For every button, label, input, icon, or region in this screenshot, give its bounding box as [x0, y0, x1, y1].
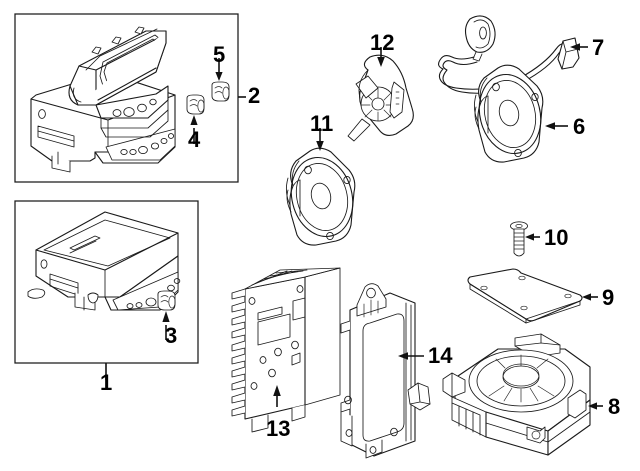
leader-5	[215, 58, 223, 81]
mounting-plate	[467, 268, 583, 324]
leader-8	[588, 402, 603, 410]
leader-12	[377, 47, 385, 67]
callout-label-9: 9	[602, 285, 615, 310]
heat-sink-module	[231, 267, 341, 433]
radio-receiver-unit	[30, 26, 176, 173]
speaker-rear-door	[285, 147, 356, 246]
leader-3	[162, 311, 170, 340]
component-mounting-bracket	[340, 283, 431, 459]
callout-label-11: 11	[310, 111, 334, 136]
leader-10	[525, 233, 540, 241]
tweeter-speaker	[347, 54, 414, 142]
callout-label-7: 7	[592, 35, 605, 60]
callout-label-12: 12	[370, 30, 395, 55]
antenna-cable-assembly	[438, 15, 580, 94]
callout-label-4: 4	[188, 127, 201, 152]
leader-13	[273, 385, 281, 407]
leader-14	[398, 352, 424, 360]
callout-label-8: 8	[608, 394, 621, 419]
callout-label-2: 2	[248, 83, 261, 108]
leader-4	[190, 115, 198, 144]
leader-6	[545, 122, 568, 130]
callout-label-1: 1	[100, 370, 113, 395]
callout-label-14: 14	[428, 343, 453, 368]
mounting-screw	[510, 221, 528, 257]
leader-7	[570, 43, 588, 51]
radio-mounting-nut-lower	[186, 94, 205, 115]
subwoofer-assembly	[442, 333, 591, 456]
leader-9	[582, 293, 598, 301]
amplifier-mounting-nut	[157, 290, 176, 311]
callout-label-13: 13	[266, 416, 291, 441]
callout-label-5: 5	[213, 42, 226, 67]
radio-mounting-nut-upper	[211, 81, 230, 102]
speaker-front-door	[473, 64, 544, 163]
callout-label-6: 6	[573, 114, 586, 139]
group-box-radio-receiver	[14, 13, 239, 183]
callout-label-3: 3	[165, 323, 178, 348]
callout-label-10: 10	[544, 225, 569, 250]
amplifier-unit	[27, 211, 181, 311]
leader-11	[316, 128, 324, 151]
